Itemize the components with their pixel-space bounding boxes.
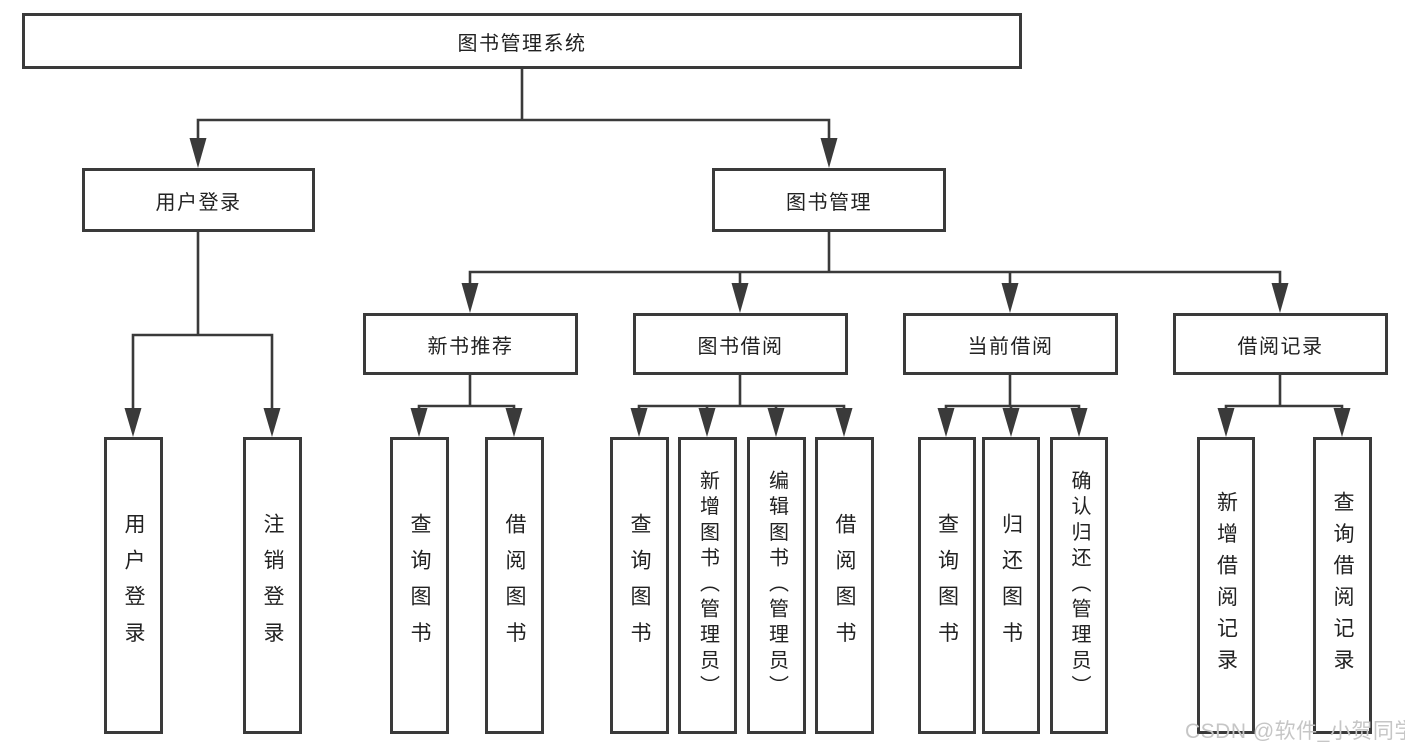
node-leaf-query-books-borrowing: 查询图书: [610, 437, 669, 734]
node-current-borrowing: 当前借阅: [903, 313, 1118, 375]
arrowhead-query-books-current: [937, 408, 955, 437]
arrowhead-query-books-recommend: [410, 408, 428, 437]
node-leaf-add-borrow-record-label: 新增借阅记录: [1214, 491, 1238, 680]
node-leaf-confirm-return: 确认归还（管理员）: [1050, 437, 1108, 734]
node-leaf-query-borrow-record: 查询借阅记录: [1313, 437, 1372, 734]
node-leaf-add-borrow-record: 新增借阅记录: [1197, 437, 1255, 734]
arrowhead-borrow-books-recommend: [505, 408, 523, 437]
node-leaf-confirm-return-label: 确认归还（管理员）: [1068, 470, 1090, 701]
arrowhead-borrowing-records: [1271, 283, 1289, 313]
node-user-login-label: 用户登录: [155, 191, 242, 214]
node-borrowing-records-label: 借阅记录: [1237, 335, 1324, 358]
arrowhead-current-borrowing: [1001, 283, 1019, 313]
node-book-borrowing: 图书借阅: [633, 313, 848, 375]
arrowhead-leaf-user-login: [124, 408, 142, 437]
csdn-watermark: CSDN @软件_小贺同学: [1185, 720, 1405, 743]
node-leaf-user-login-label: 用户登录: [122, 513, 145, 658]
node-book-management-label: 图书管理: [786, 191, 872, 214]
node-leaf-borrow-books-recommend-label: 借阅图书: [503, 513, 526, 658]
node-leaf-user-login: 用户登录: [104, 437, 163, 734]
node-new-book-recommend-label: 新书推荐: [427, 335, 514, 358]
node-leaf-borrow-books-label: 借阅图书: [833, 513, 856, 658]
node-leaf-return-books: 归还图书: [982, 437, 1040, 734]
connector-current-to-leaves: [937, 372, 1088, 437]
node-root: 图书管理系统: [22, 13, 1022, 69]
node-root-label: 图书管理系统: [457, 32, 587, 55]
arrowhead-query-books-borrowing: [630, 408, 648, 437]
arrowhead-leaf-logout: [263, 408, 281, 437]
node-leaf-logout-label: 注销登录: [261, 513, 284, 658]
arrowhead-user-login: [189, 138, 207, 168]
connector-records-to-leaves: [1217, 372, 1351, 437]
node-leaf-edit-books: 编辑图书（管理员）: [747, 437, 806, 734]
node-user-login: 用户登录: [82, 168, 315, 232]
node-book-management: 图书管理: [712, 168, 946, 232]
connector-user-login-to-leaves: [124, 229, 281, 437]
connector-recommend-to-leaves: [410, 372, 523, 437]
arrowhead-return-books: [1002, 408, 1020, 437]
connector-borrowing-to-leaves: [630, 372, 853, 437]
connector-book-management-to-level3: [461, 229, 1289, 313]
node-leaf-add-books: 新增图书（管理员）: [678, 437, 737, 734]
arrowhead-new-book-recommend: [461, 283, 479, 313]
node-leaf-edit-books-label: 编辑图书（管理员）: [765, 470, 788, 701]
node-leaf-logout: 注销登录: [243, 437, 302, 734]
connector-root-to-level2: [189, 66, 838, 168]
node-leaf-query-books-current: 查询图书: [918, 437, 976, 734]
node-leaf-query-books-recommend: 查询图书: [390, 437, 449, 734]
node-new-book-recommend: 新书推荐: [363, 313, 578, 375]
node-leaf-query-borrow-record-label: 查询借阅记录: [1331, 491, 1354, 680]
node-leaf-query-books-current-label: 查询图书: [935, 513, 959, 658]
arrowhead-add-books: [698, 408, 716, 437]
node-leaf-query-books-recommend-label: 查询图书: [408, 513, 431, 658]
node-borrowing-records: 借阅记录: [1173, 313, 1388, 375]
arrowhead-query-borrow-record: [1333, 408, 1351, 437]
arrowhead-confirm-return: [1070, 408, 1088, 437]
node-book-borrowing-label: 图书借阅: [697, 335, 784, 358]
arrowhead-book-management: [820, 138, 838, 168]
arrowhead-edit-books: [767, 408, 785, 437]
node-current-borrowing-label: 当前借阅: [967, 335, 1054, 358]
arrowhead-add-borrow-record: [1217, 408, 1235, 437]
node-leaf-add-books-label: 新增图书（管理员）: [696, 470, 719, 701]
arrowhead-book-borrowing: [731, 283, 749, 313]
node-leaf-query-books-borrowing-label: 查询图书: [628, 513, 651, 658]
arrowhead-borrow-books: [835, 408, 853, 437]
node-leaf-borrow-books: 借阅图书: [815, 437, 874, 734]
node-leaf-borrow-books-recommend: 借阅图书: [485, 437, 544, 734]
node-leaf-return-books-label: 归还图书: [999, 513, 1023, 658]
